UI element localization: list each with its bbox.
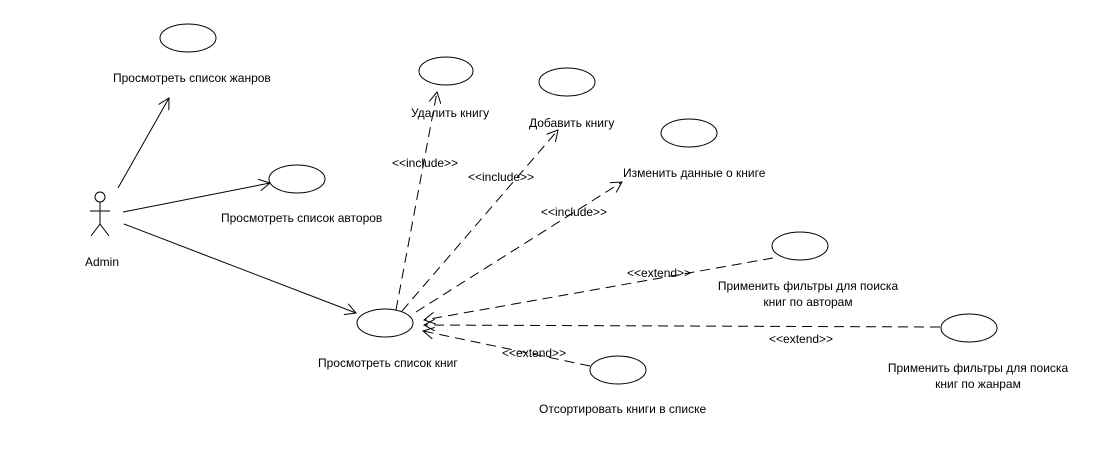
stereotype-include-edit: <<include>>	[541, 205, 607, 219]
label-sort-books: Отсортировать книги в списке	[539, 402, 706, 416]
label-filter-authors-line1: Применить фильтры для поиска	[718, 279, 899, 293]
label-filter-genres-line1: Применить фильтры для поиска	[888, 361, 1069, 375]
use-case-filter-by-authors[interactable]	[771, 231, 829, 261]
use-case-view-genres[interactable]	[159, 23, 217, 53]
label-view-authors: Просмотреть список авторов	[221, 211, 382, 225]
use-case-edit-book[interactable]	[660, 118, 718, 148]
actor-head	[94, 191, 106, 203]
stereotype-extend-sort: <<extend>>	[502, 346, 566, 360]
include-delete-line	[395, 92, 437, 311]
actor-left-leg	[90, 223, 101, 237]
label-view-genres: Просмотреть список жанров	[113, 71, 271, 85]
label-filter-genres-line2: книг по жанрам	[935, 377, 1021, 391]
include-edit-line	[415, 182, 622, 313]
extend-sort-line	[423, 331, 591, 367]
use-case-add-book[interactable]	[538, 67, 596, 97]
actor-label: Admin	[85, 255, 119, 269]
label-view-books: Просмотреть список книг	[318, 356, 458, 370]
use-case-sort-books[interactable]	[589, 355, 647, 385]
extend-filter-authors-line	[424, 257, 774, 320]
label-edit-book: Изменить данные о книге	[623, 166, 766, 180]
use-case-filter-by-genres[interactable]	[940, 313, 998, 343]
use-case-delete-book[interactable]	[418, 56, 474, 86]
actor-admin[interactable]: Admin	[85, 191, 119, 269]
label-add-book: Добавить книгу	[529, 116, 614, 130]
extend-filter-genres-line	[424, 325, 941, 327]
stereotype-include-delete: <<include>>	[392, 156, 458, 170]
stereotype-extend-filter-authors: <<extend>>	[627, 266, 691, 280]
association-genres	[117, 98, 169, 189]
use-case-view-books[interactable]	[356, 308, 414, 338]
label-filter-authors-line2: книг по авторам	[763, 295, 852, 309]
label-delete-book: Удалить книгу	[411, 106, 489, 120]
stereotype-include-add: <<include>>	[468, 170, 534, 184]
actor-right-leg	[99, 223, 110, 237]
association-authors	[122, 183, 270, 213]
stereotype-extend-filter-genres: <<extend>>	[769, 332, 833, 346]
use-case-view-authors[interactable]	[268, 164, 326, 194]
include-add-line	[401, 130, 558, 312]
association-books	[123, 223, 356, 313]
